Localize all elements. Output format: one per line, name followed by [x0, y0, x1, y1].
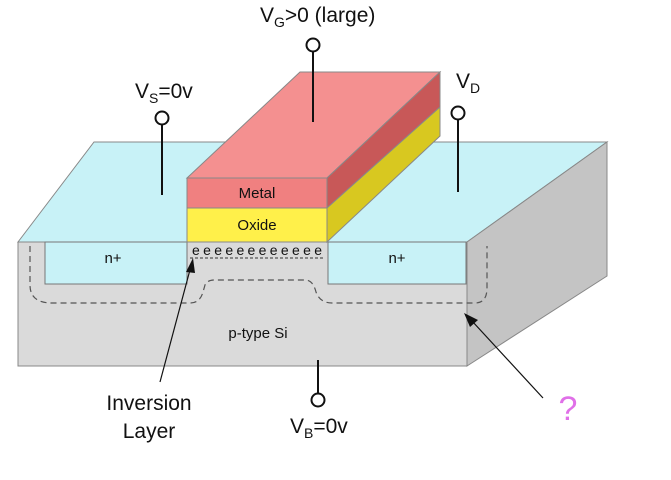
source-terminal — [154, 110, 170, 195]
body-voltage-label: VB=0v — [290, 415, 348, 441]
oxide-front-face — [186, 207, 328, 243]
oxide-label: Oxide — [237, 217, 276, 234]
n-plus-left-label: n+ — [104, 250, 121, 267]
source-voltage-label: VS=0v — [135, 80, 193, 106]
substrate-label: p-type Si — [228, 325, 287, 342]
drain-terminal — [450, 105, 466, 192]
metal-front-face — [186, 177, 328, 209]
inversion-label-line1: Inversion — [106, 392, 191, 415]
n-well-right — [327, 241, 467, 285]
metal-label: Metal — [239, 185, 276, 202]
depletion-arrow — [464, 313, 544, 399]
inversion-arrow — [159, 258, 195, 383]
inversion-label-line2: Layer — [123, 420, 176, 443]
body-terminal — [310, 360, 326, 408]
gate-terminal — [305, 37, 321, 122]
n-well-left — [44, 241, 188, 285]
n-plus-right-label: n+ — [388, 250, 405, 267]
depletion-boundary — [29, 246, 488, 304]
drain-voltage-label: VD — [456, 70, 480, 96]
question-mark: ? — [559, 390, 578, 428]
gate-voltage-label: VG>0 (large) — [260, 4, 375, 30]
